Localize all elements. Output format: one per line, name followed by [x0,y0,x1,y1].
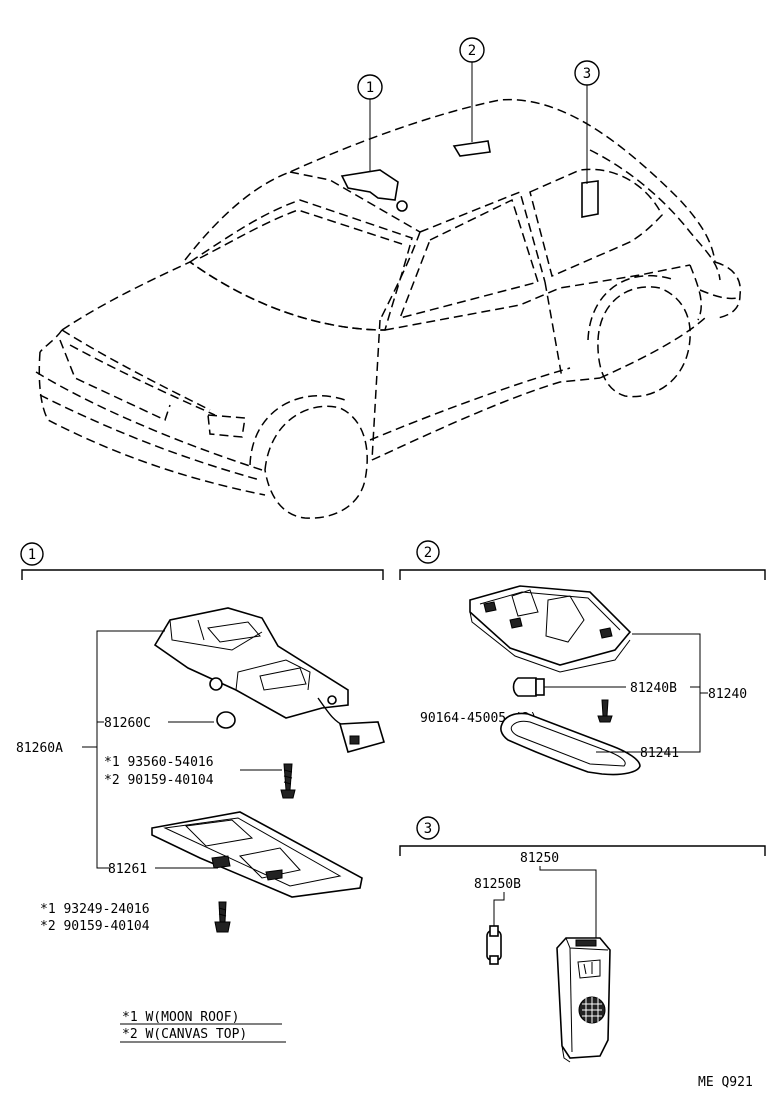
part-81240B: 81240B [630,681,677,696]
part-90159-40104-b: *2 90159-40104 [40,919,150,934]
section-1-number: 1 [28,547,36,563]
svg-text:1: 1 [366,80,374,96]
part-81260C: 81260C [104,716,151,731]
side-lamp [556,937,611,1063]
festoon-bulb [486,925,502,965]
part-81250B: 81250B [474,877,521,892]
section-3-number: 3 [424,821,432,837]
part-81261: 81261 [108,862,147,877]
legend-line-2: *2 W(CANVAS TOP) [122,1027,247,1042]
screw-a [280,763,296,799]
lens-bulb [216,711,236,729]
light-position-2 [452,140,491,157]
section-2: 2 81240 81240B 90164-45005 (2) [399,540,766,776]
drawing-code: ME Q921 [698,1075,753,1090]
section-2-number: 2 [424,545,432,561]
svg-text:2: 2 [468,43,476,59]
dome-bulb [512,677,545,697]
screw-b [214,901,231,933]
part-81250: 81250 [520,851,559,866]
section-1: 1 81260A 81260C *1 93560-54016 *2 90159-… [16,542,386,934]
part-81240: 81240 [708,687,747,702]
part-81241: 81241 [640,746,679,761]
callout-2: 2 [459,37,485,63]
part-90159-40104-a: *2 90159-40104 [104,773,214,788]
part-81260A: 81260A [16,741,63,756]
section-3: 3 81250 81250B [399,816,766,1063]
legend: *1 W(MOON ROOF) *2 W(CANVAS TOP) [120,1010,286,1043]
legend-line-1: *1 W(MOON ROOF) [122,1010,239,1025]
dome-lens [500,712,641,776]
callout-3: 3 [574,60,600,86]
svg-text:3: 3 [583,66,591,82]
light-position-3 [581,180,599,218]
callout-1: 1 [357,74,383,100]
screw-c [597,699,613,723]
car-illustration: 1 2 3 [35,37,742,519]
console-lamp-assembly [153,607,386,753]
light-position-1 [340,169,399,201]
part-93249-24016: *1 93249-24016 [40,902,150,917]
part-93560-54016: *1 93560-54016 [104,755,214,770]
lamp-housing [151,811,363,898]
dome-lamp [469,585,632,673]
